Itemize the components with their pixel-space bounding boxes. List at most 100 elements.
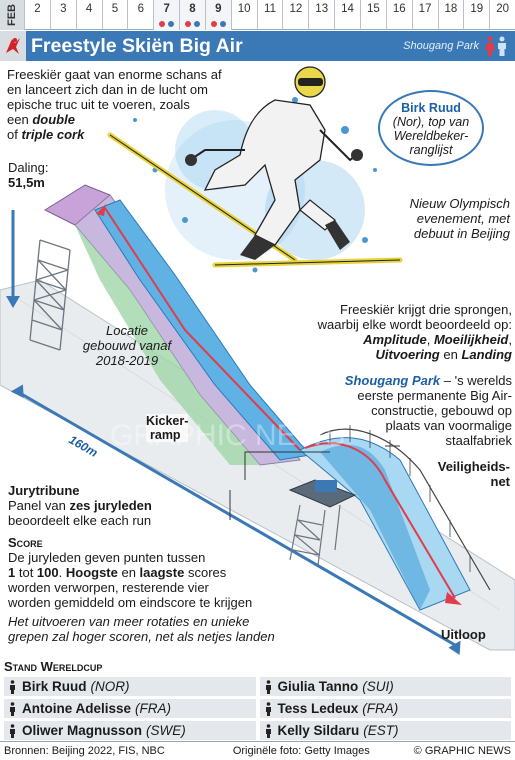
athlete-callout: Birk Ruud (Nor), top van Wereldbeker- ra… bbox=[378, 90, 484, 166]
athlete-nation: (EST) bbox=[363, 723, 399, 738]
skier-icon bbox=[10, 701, 15, 716]
day-17: 17 bbox=[411, 0, 438, 30]
standings-grid: Birk Ruud(NOR)Giulia Tanno(SUI)Antoine A… bbox=[4, 677, 511, 740]
day-8: 8 bbox=[179, 0, 205, 30]
athlete-name: Giulia Tanno bbox=[277, 679, 359, 694]
event-dots bbox=[180, 21, 205, 27]
safety-net-label: Veiligheids- net bbox=[437, 459, 510, 489]
skier-illustration bbox=[107, 66, 403, 273]
skier-icon bbox=[265, 701, 271, 716]
standings-row-men: Oliwer Magnusson(SWE) bbox=[4, 721, 256, 740]
male-event-dot bbox=[219, 21, 226, 27]
venue-label: Shougang Park bbox=[403, 40, 479, 52]
day-20: 20 bbox=[489, 0, 515, 30]
day-7: 7 bbox=[153, 0, 180, 30]
athlete-name: Birk Ruud bbox=[22, 679, 87, 694]
day-number: 9 bbox=[215, 3, 222, 15]
day-18: 18 bbox=[437, 0, 464, 30]
athlete-nation: (FRA) bbox=[135, 701, 172, 716]
score-section: Score De juryleden geven punten tussen 1… bbox=[8, 535, 275, 644]
day-number: 5 bbox=[111, 3, 119, 15]
day-number: 14 bbox=[341, 3, 354, 15]
day-number: 3 bbox=[60, 3, 67, 15]
athlete-nation: (SUI) bbox=[362, 679, 394, 694]
world-cup-standings: Stand Wereldcup Birk Ruud(NOR)Giulia Tan… bbox=[4, 659, 511, 740]
standings-row-women: Kelly Sildaru(EST) bbox=[259, 721, 511, 740]
shougang-note: Shougang Park – 's werelds eerste perman… bbox=[344, 373, 512, 448]
day-2: 2 bbox=[24, 0, 50, 30]
athlete-name: Oliwer Magnusson bbox=[22, 723, 143, 738]
day-number: 8 bbox=[189, 3, 196, 15]
event-dots bbox=[206, 21, 231, 27]
location-note: Locatie gebouwd vanaf 2018-2019 bbox=[82, 323, 172, 368]
day-number: 13 bbox=[315, 3, 329, 15]
standings-title: Stand Wereldcup bbox=[4, 659, 103, 674]
day-number: 18 bbox=[444, 3, 458, 15]
drop-height: Daling: 51,5m bbox=[8, 160, 49, 190]
copyright: © GRAPHIC NEWS bbox=[413, 745, 511, 757]
athlete-name: Antoine Adelisse bbox=[22, 701, 132, 716]
event-dots bbox=[154, 21, 179, 27]
day-number: 11 bbox=[264, 3, 276, 15]
new-event-note: Nieuw Olympisch evenement, met debuut in… bbox=[409, 196, 510, 241]
day-14: 14 bbox=[334, 0, 360, 30]
male-event-dot bbox=[168, 21, 175, 27]
day-9: 9 bbox=[204, 0, 231, 30]
gender-icons bbox=[485, 36, 507, 56]
outrun-label: Uitloop bbox=[441, 627, 486, 642]
skier-icon bbox=[10, 679, 15, 694]
male-icon bbox=[498, 36, 506, 56]
day-5: 5 bbox=[101, 0, 128, 30]
big-air-ramp-diagram: GRAPHIC NEWS 160m bbox=[0, 184, 515, 656]
day-number: 6 bbox=[137, 3, 144, 15]
female-event-dot bbox=[210, 21, 217, 27]
day-list: 2 3 4 5 6 7 8 9 10 11 12 13 14 15 16 17 18 19 20 bbox=[24, 0, 515, 30]
month-label: FEB bbox=[0, 0, 24, 30]
title-bar: Freestyle Skiën Big Air Shougang Park bbox=[0, 31, 515, 61]
day-6: 6 bbox=[127, 0, 153, 30]
female-event-dot bbox=[159, 21, 166, 27]
day-4: 4 bbox=[75, 0, 102, 30]
day-number: 16 bbox=[392, 3, 406, 15]
athlete-name: Kelly Sildaru bbox=[277, 723, 360, 738]
intro-text: Freeskiër gaat van enorme schans af en l… bbox=[7, 67, 222, 142]
day-19: 19 bbox=[463, 0, 489, 30]
athlete-name: Tess Ledeux bbox=[277, 701, 359, 716]
day-number: 17 bbox=[418, 3, 432, 15]
jumps-criteria: Freeskiër krijgt drie sprongen, waarbij … bbox=[317, 302, 512, 362]
sources: Bronnen: Beijing 2022, FIS, NBC bbox=[4, 745, 165, 757]
day-12: 12 bbox=[282, 0, 308, 30]
standings-row-men: Birk Ruud(NOR) bbox=[4, 677, 256, 696]
female-event-dot bbox=[184, 21, 191, 27]
day-10: 10 bbox=[230, 0, 257, 30]
day-number: 7 bbox=[163, 3, 170, 15]
day-number: 4 bbox=[85, 3, 93, 15]
photo-credit: Originële foto: Getty Images bbox=[232, 745, 370, 757]
day-number: 20 bbox=[496, 3, 509, 15]
olympic-skiing-logo-icon bbox=[0, 31, 26, 61]
page-title: Freestyle Skiën Big Air bbox=[31, 34, 243, 57]
skier-icon bbox=[265, 679, 271, 694]
standings-row-men: Antoine Adelisse(FRA) bbox=[4, 699, 256, 718]
standings-row-women: Giulia Tanno(SUI) bbox=[259, 677, 511, 696]
footer: Bronnen: Beijing 2022, FIS, NBC Originël… bbox=[0, 741, 515, 760]
female-icon bbox=[485, 36, 495, 56]
day-11: 11 bbox=[256, 0, 283, 30]
day-number: 19 bbox=[470, 3, 484, 15]
day-16: 16 bbox=[385, 0, 412, 30]
judges-stand: Jurytribune Panel van zes juryleden beoo… bbox=[8, 483, 152, 528]
day-3: 3 bbox=[49, 0, 76, 30]
skier-icon bbox=[10, 723, 15, 738]
day-number: 2 bbox=[34, 3, 41, 15]
skier-icon bbox=[265, 723, 271, 738]
male-event-dot bbox=[193, 21, 200, 27]
kicker-ramp-label: Kicker- ramp bbox=[146, 414, 189, 442]
day-number: 12 bbox=[289, 3, 303, 15]
athlete-nation: (FRA) bbox=[362, 701, 399, 716]
day-number: 15 bbox=[366, 3, 380, 15]
athlete-nation: (SWE) bbox=[146, 723, 186, 738]
date-strip: FEB 2 3 4 5 6 7 8 9 10 11 12 13 14 15 16 17 18 19 20 bbox=[0, 0, 515, 30]
athlete-nation: (NOR) bbox=[90, 679, 130, 694]
standings-row-women: Tess Ledeux(FRA) bbox=[259, 699, 511, 718]
day-number: 10 bbox=[237, 3, 251, 15]
